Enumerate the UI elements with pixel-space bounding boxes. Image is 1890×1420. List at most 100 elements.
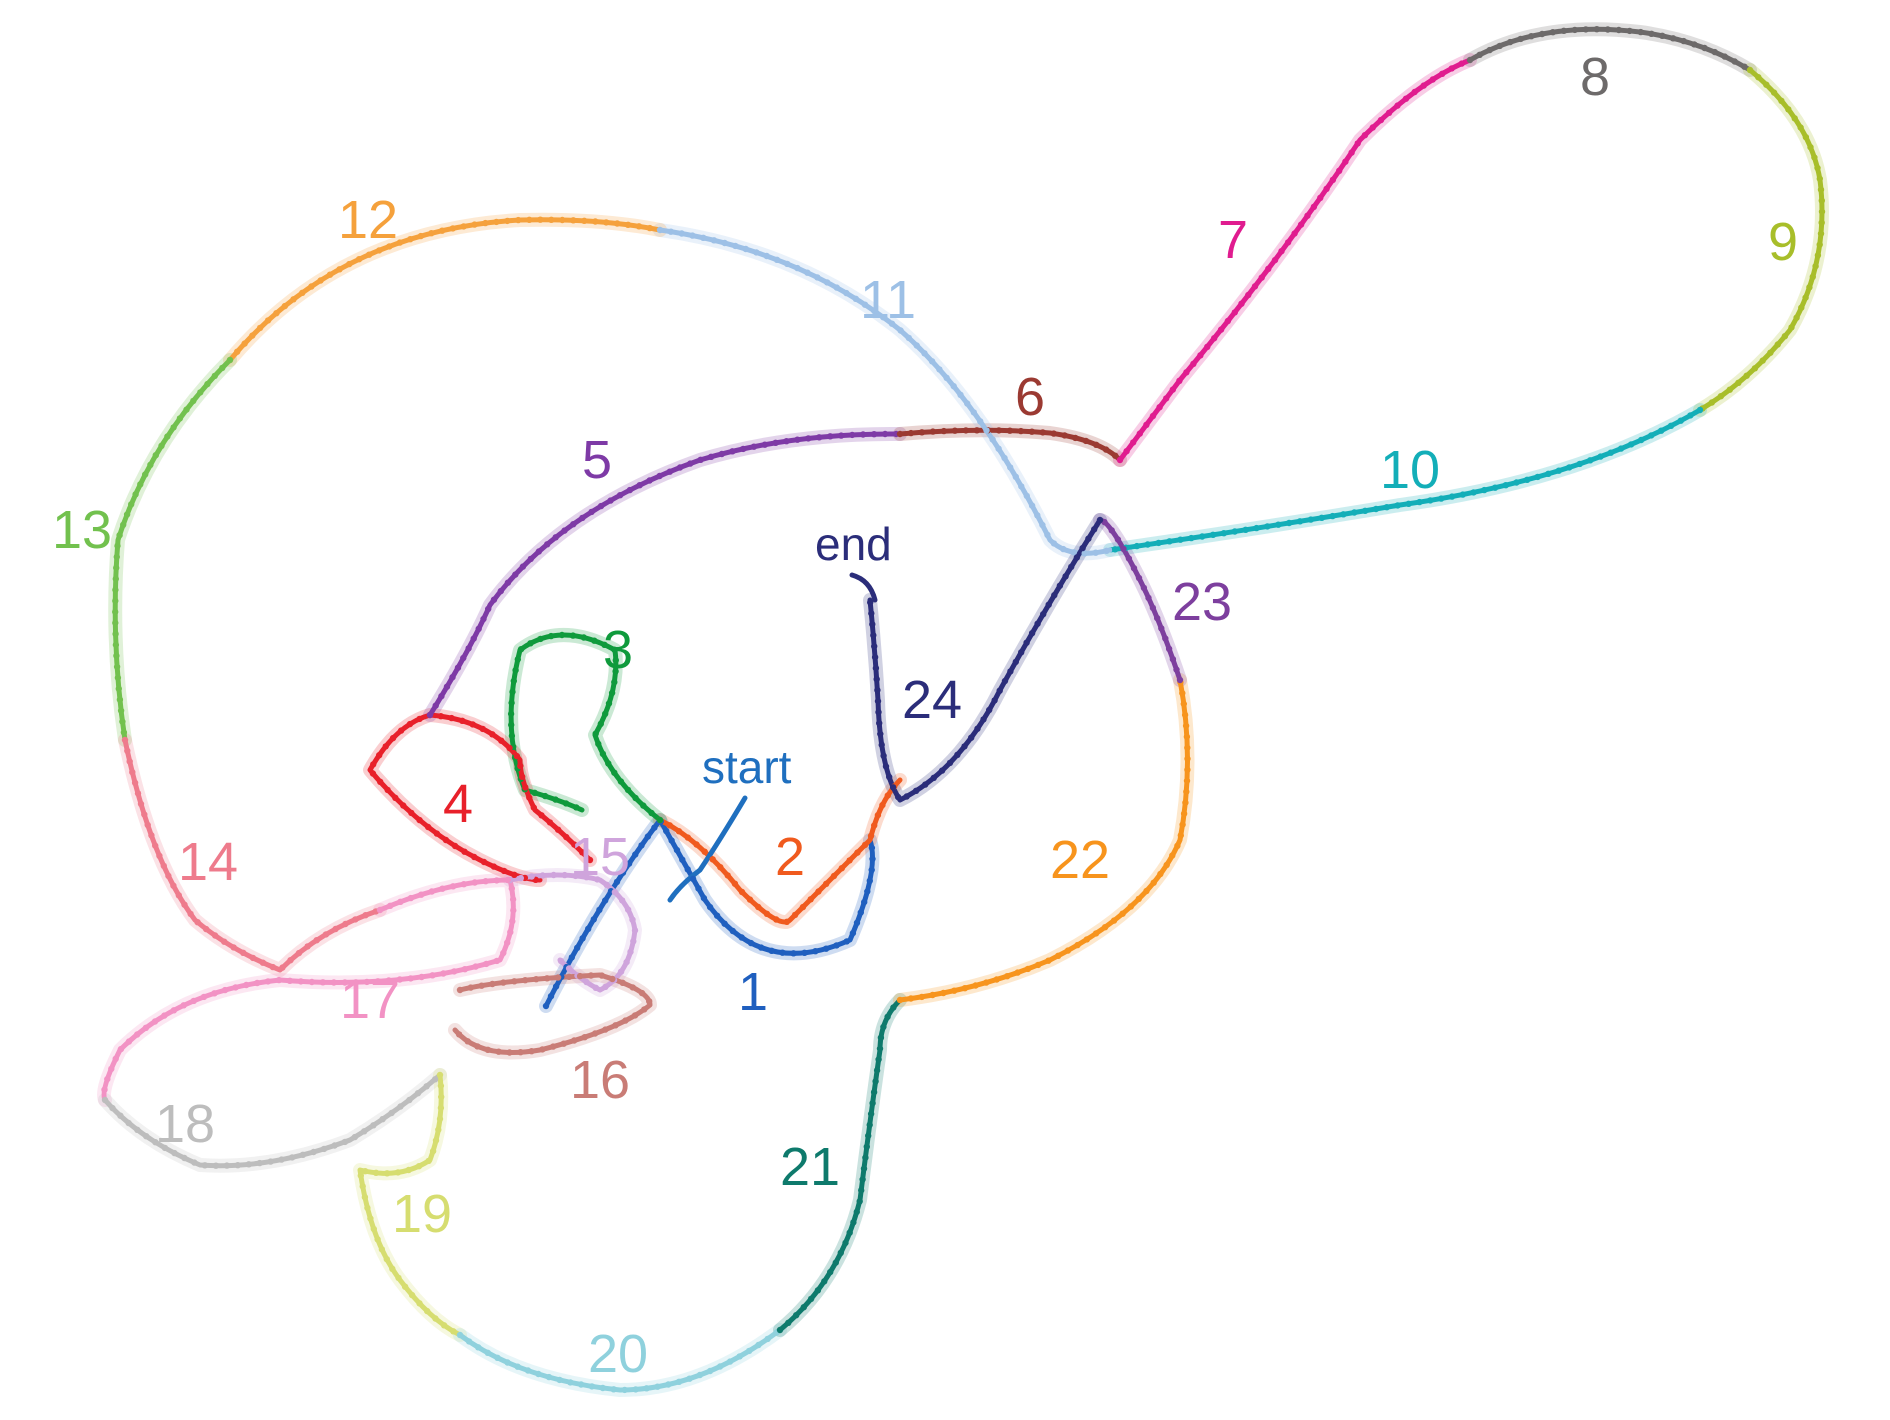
segment-bead [1111, 546, 1119, 553]
segment-bead [874, 811, 882, 819]
segment-bead [1372, 505, 1380, 513]
segment-bead [514, 1363, 521, 1370]
segment-bead [852, 295, 859, 302]
segment-bead [183, 406, 190, 413]
segment-bead [181, 901, 188, 908]
segment-bead [114, 542, 121, 550]
segment-bead [470, 635, 477, 642]
segment-bead [320, 1145, 328, 1153]
segment-bead [500, 867, 508, 875]
segment-bead [1184, 744, 1191, 751]
segment-bead [617, 968, 625, 975]
segment-bead [389, 734, 397, 742]
segment-bead [533, 976, 540, 983]
segment-bead [112, 619, 119, 627]
segment-bead [433, 830, 441, 837]
segment-bead [1275, 521, 1282, 528]
segment-bead [170, 882, 177, 889]
segment-bead [995, 445, 1002, 452]
segment-bead [281, 302, 288, 310]
segment-bead [113, 663, 121, 670]
segment-bead [626, 486, 633, 494]
segment-bead [432, 702, 439, 709]
segment-bead [1348, 149, 1355, 156]
segment-bead [506, 1049, 513, 1056]
segment-bead [547, 632, 555, 640]
segment-bead [638, 842, 645, 849]
segment-bead [151, 1018, 159, 1025]
segment-bead [1817, 230, 1825, 237]
segment-bead [1781, 333, 1789, 340]
segment-bead [552, 983, 560, 990]
segment-bead [1420, 82, 1427, 89]
segment-bead [485, 605, 492, 613]
segment-bead [576, 972, 584, 980]
segment-bead [226, 356, 234, 364]
segment-bead [850, 1219, 857, 1226]
segment-bead [517, 762, 524, 770]
segment-bead [590, 916, 597, 923]
segment-bead [299, 1151, 307, 1159]
segment-bead [799, 903, 807, 911]
segment-bead [515, 216, 522, 224]
segment-bead [526, 216, 533, 223]
segment-bead [832, 1259, 839, 1266]
segment-bead [700, 894, 708, 902]
segment-bead [1017, 427, 1025, 435]
segment-bead [1143, 887, 1150, 895]
segment-bead [456, 1331, 464, 1339]
segment-bead [579, 514, 586, 522]
segment-bead [1774, 341, 1782, 348]
segment-bead [1056, 582, 1064, 589]
segment-bead [1096, 516, 1104, 524]
segment-bead [755, 1341, 762, 1349]
segment-bead [1291, 230, 1298, 237]
segment-bead [451, 968, 458, 975]
segment-bead [287, 957, 294, 964]
segment-bead [197, 389, 204, 396]
segment-bead [241, 340, 248, 347]
segment-bead [613, 878, 621, 886]
segment-bead [359, 1183, 366, 1190]
segment-bead [171, 1149, 178, 1157]
segment-bead [142, 471, 149, 478]
segment-label-17: 17 [340, 970, 400, 1030]
segment-bead [471, 853, 478, 861]
segment-bead [304, 943, 311, 950]
segment-bead [352, 916, 359, 923]
segment-bead [528, 1048, 535, 1055]
segment-bead [1459, 491, 1467, 498]
segment-bead [1545, 470, 1552, 477]
segment-bead [101, 1096, 109, 1104]
segment-bead [1818, 219, 1825, 226]
segment-bead [407, 975, 414, 982]
segment-bead [504, 579, 512, 586]
segment-bead [1130, 565, 1138, 572]
segment-bead [437, 1082, 445, 1090]
segment-bead [930, 774, 937, 781]
segment-label-14: 14 [178, 832, 238, 892]
segment-bead [830, 872, 838, 880]
segment-bead [1018, 649, 1025, 656]
segment-bead [1555, 467, 1563, 474]
segment-label-3: 3 [603, 620, 633, 680]
segment-bead [716, 1363, 724, 1370]
segment-bead [1051, 592, 1058, 599]
segment-bead [1217, 326, 1225, 333]
segment-bead [648, 809, 655, 817]
segment-bead [1265, 265, 1272, 272]
segment-bead [793, 1312, 800, 1319]
segment-bead [558, 631, 566, 639]
segment-bead [675, 1378, 683, 1386]
segment-bead [790, 950, 797, 957]
segment-bead [1169, 656, 1177, 663]
segment-bead [921, 350, 928, 357]
segment-bead [117, 1045, 125, 1053]
segment-bead [612, 668, 619, 675]
segment-bead [1785, 106, 1792, 113]
segment-bead [286, 977, 294, 984]
segment-bead [508, 721, 515, 729]
segment-bead [1607, 449, 1615, 456]
segment-bead [1182, 799, 1189, 806]
segment-bead [807, 1295, 815, 1303]
